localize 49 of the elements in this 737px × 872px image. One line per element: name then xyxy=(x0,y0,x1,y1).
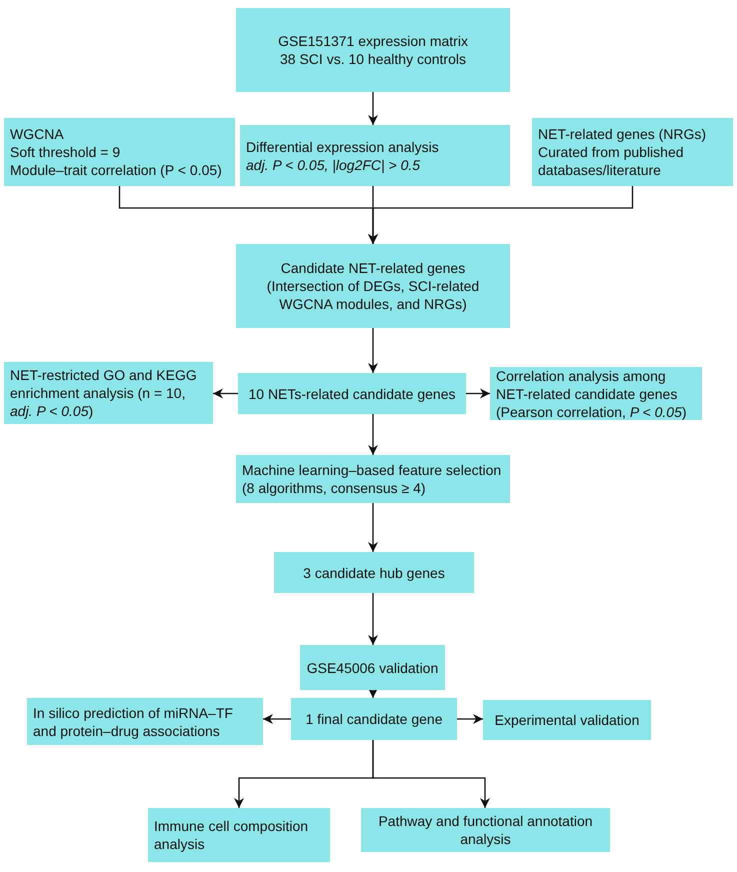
box-text: Immune cell composition analysis xyxy=(154,817,310,853)
process-box xyxy=(238,373,466,414)
process-box xyxy=(4,118,235,186)
arrow xyxy=(466,388,490,398)
arrow xyxy=(263,714,291,724)
box-text: (Intersection of DEGs, SCI-related WGCNA modules, and NRGs) xyxy=(266,277,480,313)
box-text: Correlation analysis among NET-related candidate genes (Pearson correlation, P < 0.05) xyxy=(496,366,688,420)
arrow xyxy=(368,688,378,698)
box-text: GSE45006 validation xyxy=(306,658,438,676)
box-text: Module–trait correlation (P < 0.05) xyxy=(10,161,222,179)
box-text: In silico prediction of miRNA–TF and protein–drug associations xyxy=(33,704,234,740)
box-text: WGCNA xyxy=(10,125,64,143)
process-box xyxy=(236,244,510,328)
box-text: Curated from published databases/literature xyxy=(538,143,685,179)
process-box xyxy=(148,808,330,862)
arrow xyxy=(368,414,378,455)
process-box xyxy=(532,118,733,186)
box-text: Experimental validation xyxy=(494,711,640,729)
box-text: Pathway and functional annotation analysis xyxy=(377,812,594,848)
box-text: Candidate NET-related genes xyxy=(280,259,466,277)
process-box xyxy=(240,125,510,186)
process-box xyxy=(236,455,510,503)
process-box xyxy=(300,645,445,690)
process-box xyxy=(483,700,651,740)
arrow xyxy=(368,186,634,244)
box-text: 1 final candidate gene xyxy=(306,710,442,728)
process-box xyxy=(4,362,213,424)
process-box xyxy=(236,8,510,92)
arrow xyxy=(368,92,378,125)
arrow xyxy=(372,740,490,808)
arrow xyxy=(368,328,378,373)
box-text: Soft threshold = 9 xyxy=(10,143,120,161)
arrow xyxy=(368,503,378,552)
arrow xyxy=(457,714,483,724)
arrow xyxy=(368,593,378,645)
box-text: GSE151371 expression matrix xyxy=(278,32,468,50)
box-text: adj. P < 0.05, |log2FC| > 0.5 xyxy=(246,156,420,174)
box-text: 38 SCI vs. 10 healthy controls xyxy=(280,50,466,68)
box-text: 3 candidate hub genes xyxy=(303,564,445,582)
box-text: NET-restricted GO and KEGG enrichment analysis (n = 10, adj. P < 0.05) xyxy=(10,366,198,420)
box-text: Machine learning–based feature selection (8 algorithms, consensus ≥ 4) xyxy=(242,461,502,497)
process-box xyxy=(27,698,263,745)
box-text: 10 NETs-related candidate genes xyxy=(248,384,456,402)
process-box xyxy=(361,808,610,852)
box-text: Differential expression analysis xyxy=(246,138,439,156)
process-box xyxy=(274,552,474,593)
box-text: NET-related genes (NRGs) xyxy=(538,125,706,143)
arrow xyxy=(213,388,238,398)
process-box xyxy=(291,698,457,740)
